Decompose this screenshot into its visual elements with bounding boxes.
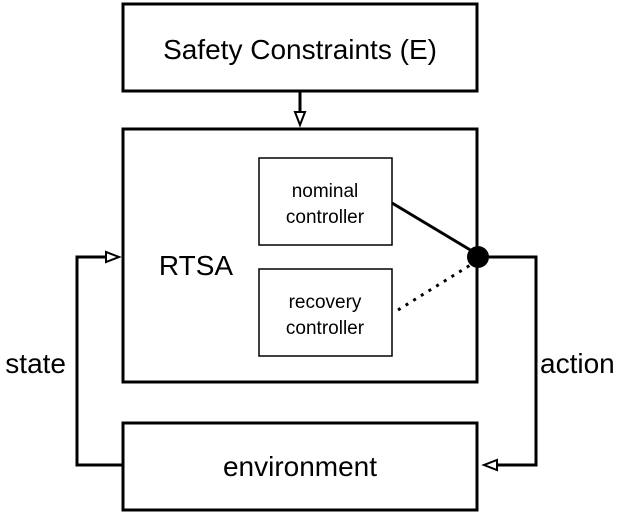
nominal-controller-label-line1: nominal — [292, 181, 359, 202]
environment-label: environment — [223, 451, 377, 482]
rtsa-label: RTSA — [159, 250, 233, 281]
action-feedback-path: action — [481, 255, 615, 472]
safety-constraints-box — [121, 2, 479, 93]
recovery-controller-label-line1: recovery — [289, 292, 362, 313]
state-wire — [75, 255, 123, 467]
state-label: state — [5, 348, 66, 379]
environment-box — [121, 421, 479, 512]
recovery-switch-line — [397, 262, 473, 312]
safety-constraints-block: Safety Constraints (E) — [121, 2, 479, 93]
nominal-controller-box — [258, 157, 393, 246]
controller-switch — [391, 201, 489, 312]
recovery-controller-box — [258, 268, 393, 357]
nominal-controller-block: nominal controller — [258, 157, 393, 246]
nominal-controller-label-line2: controller — [286, 207, 365, 228]
state-feedback-path: state — [5, 250, 123, 467]
recovery-controller-label-line2: controller — [286, 318, 365, 339]
action-label: action — [540, 348, 615, 379]
environment-block: environment — [121, 421, 479, 512]
switch-node — [467, 246, 489, 268]
safety-to-rtsa-arrow — [293, 91, 307, 128]
state-arrowhead — [105, 250, 122, 264]
action-arrowhead — [481, 458, 498, 472]
nominal-switch-line — [391, 201, 473, 253]
safety-to-rtsa-arrowhead — [293, 111, 307, 128]
recovery-controller-block: recovery controller — [258, 268, 393, 357]
safety-constraints-label: Safety Constraints (E) — [163, 34, 437, 65]
action-wire — [489, 255, 538, 467]
